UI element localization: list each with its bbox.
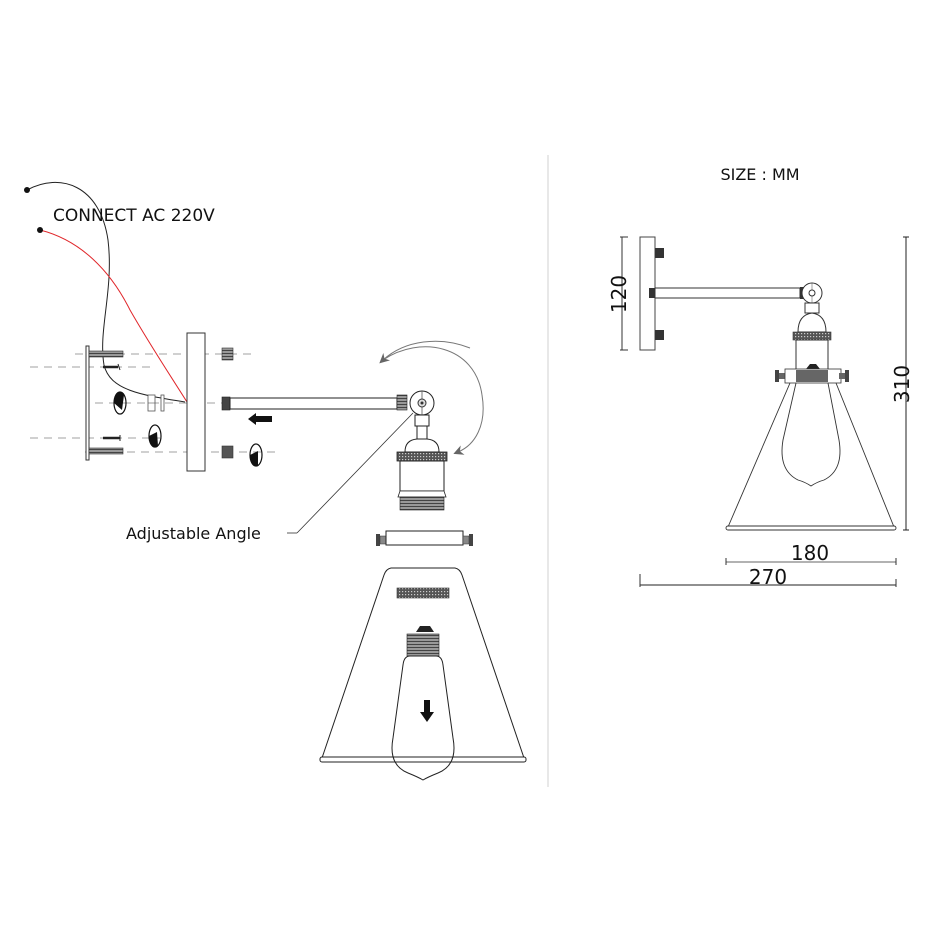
svg-text:270: 270 <box>749 565 787 589</box>
mounting-bracket <box>85 345 90 461</box>
washer <box>160 394 165 412</box>
glass-shade <box>319 567 527 763</box>
dimension-total-projection: 270 <box>639 565 897 589</box>
live-wire-end <box>37 227 43 233</box>
dimension-backplate-height: 120 <box>607 236 631 351</box>
power-wires <box>24 181 188 403</box>
threaded-rod-bottom <box>88 447 124 455</box>
swivel-joint-side <box>797 282 827 333</box>
wire-label: CONNECT AC 220V <box>53 206 215 226</box>
live-wire <box>39 229 188 403</box>
glass-shade-side <box>725 382 897 531</box>
lamp-socket <box>396 438 448 511</box>
insert-arrow-icon <box>248 413 272 425</box>
cap-nut-top <box>221 347 234 361</box>
arm-side <box>654 287 801 299</box>
rotate-icon <box>249 443 263 467</box>
dimension-view: SIZE : MM 120 <box>607 165 914 589</box>
rotate-icon <box>113 391 127 415</box>
edison-bulb <box>391 626 455 781</box>
rotate-icon <box>148 424 162 448</box>
neutral-wire-end <box>24 187 30 193</box>
backplate <box>186 332 206 472</box>
down-arrow-icon <box>420 700 434 722</box>
angle-label: Adjustable Angle <box>126 524 261 543</box>
shade-clamp <box>376 530 473 546</box>
svg-text:120: 120 <box>607 275 631 313</box>
units-label: SIZE : MM <box>720 165 799 184</box>
screw-bottom <box>103 435 121 441</box>
lamp-arm <box>221 394 408 411</box>
neutral-wire <box>26 181 186 403</box>
threaded-rod-top <box>88 350 124 358</box>
svg-text:310: 310 <box>890 365 914 403</box>
swivel-joint <box>409 390 435 440</box>
svg-text:180: 180 <box>791 541 829 565</box>
dimension-total-height: 310 <box>890 236 914 531</box>
rotation-arc <box>382 346 484 455</box>
cap-nut-bottom <box>221 445 234 459</box>
exploded-installation-view: CONNECT AC 220V <box>24 181 527 781</box>
screw-top <box>103 363 121 371</box>
dimension-shade-diameter: 180 <box>725 541 897 565</box>
